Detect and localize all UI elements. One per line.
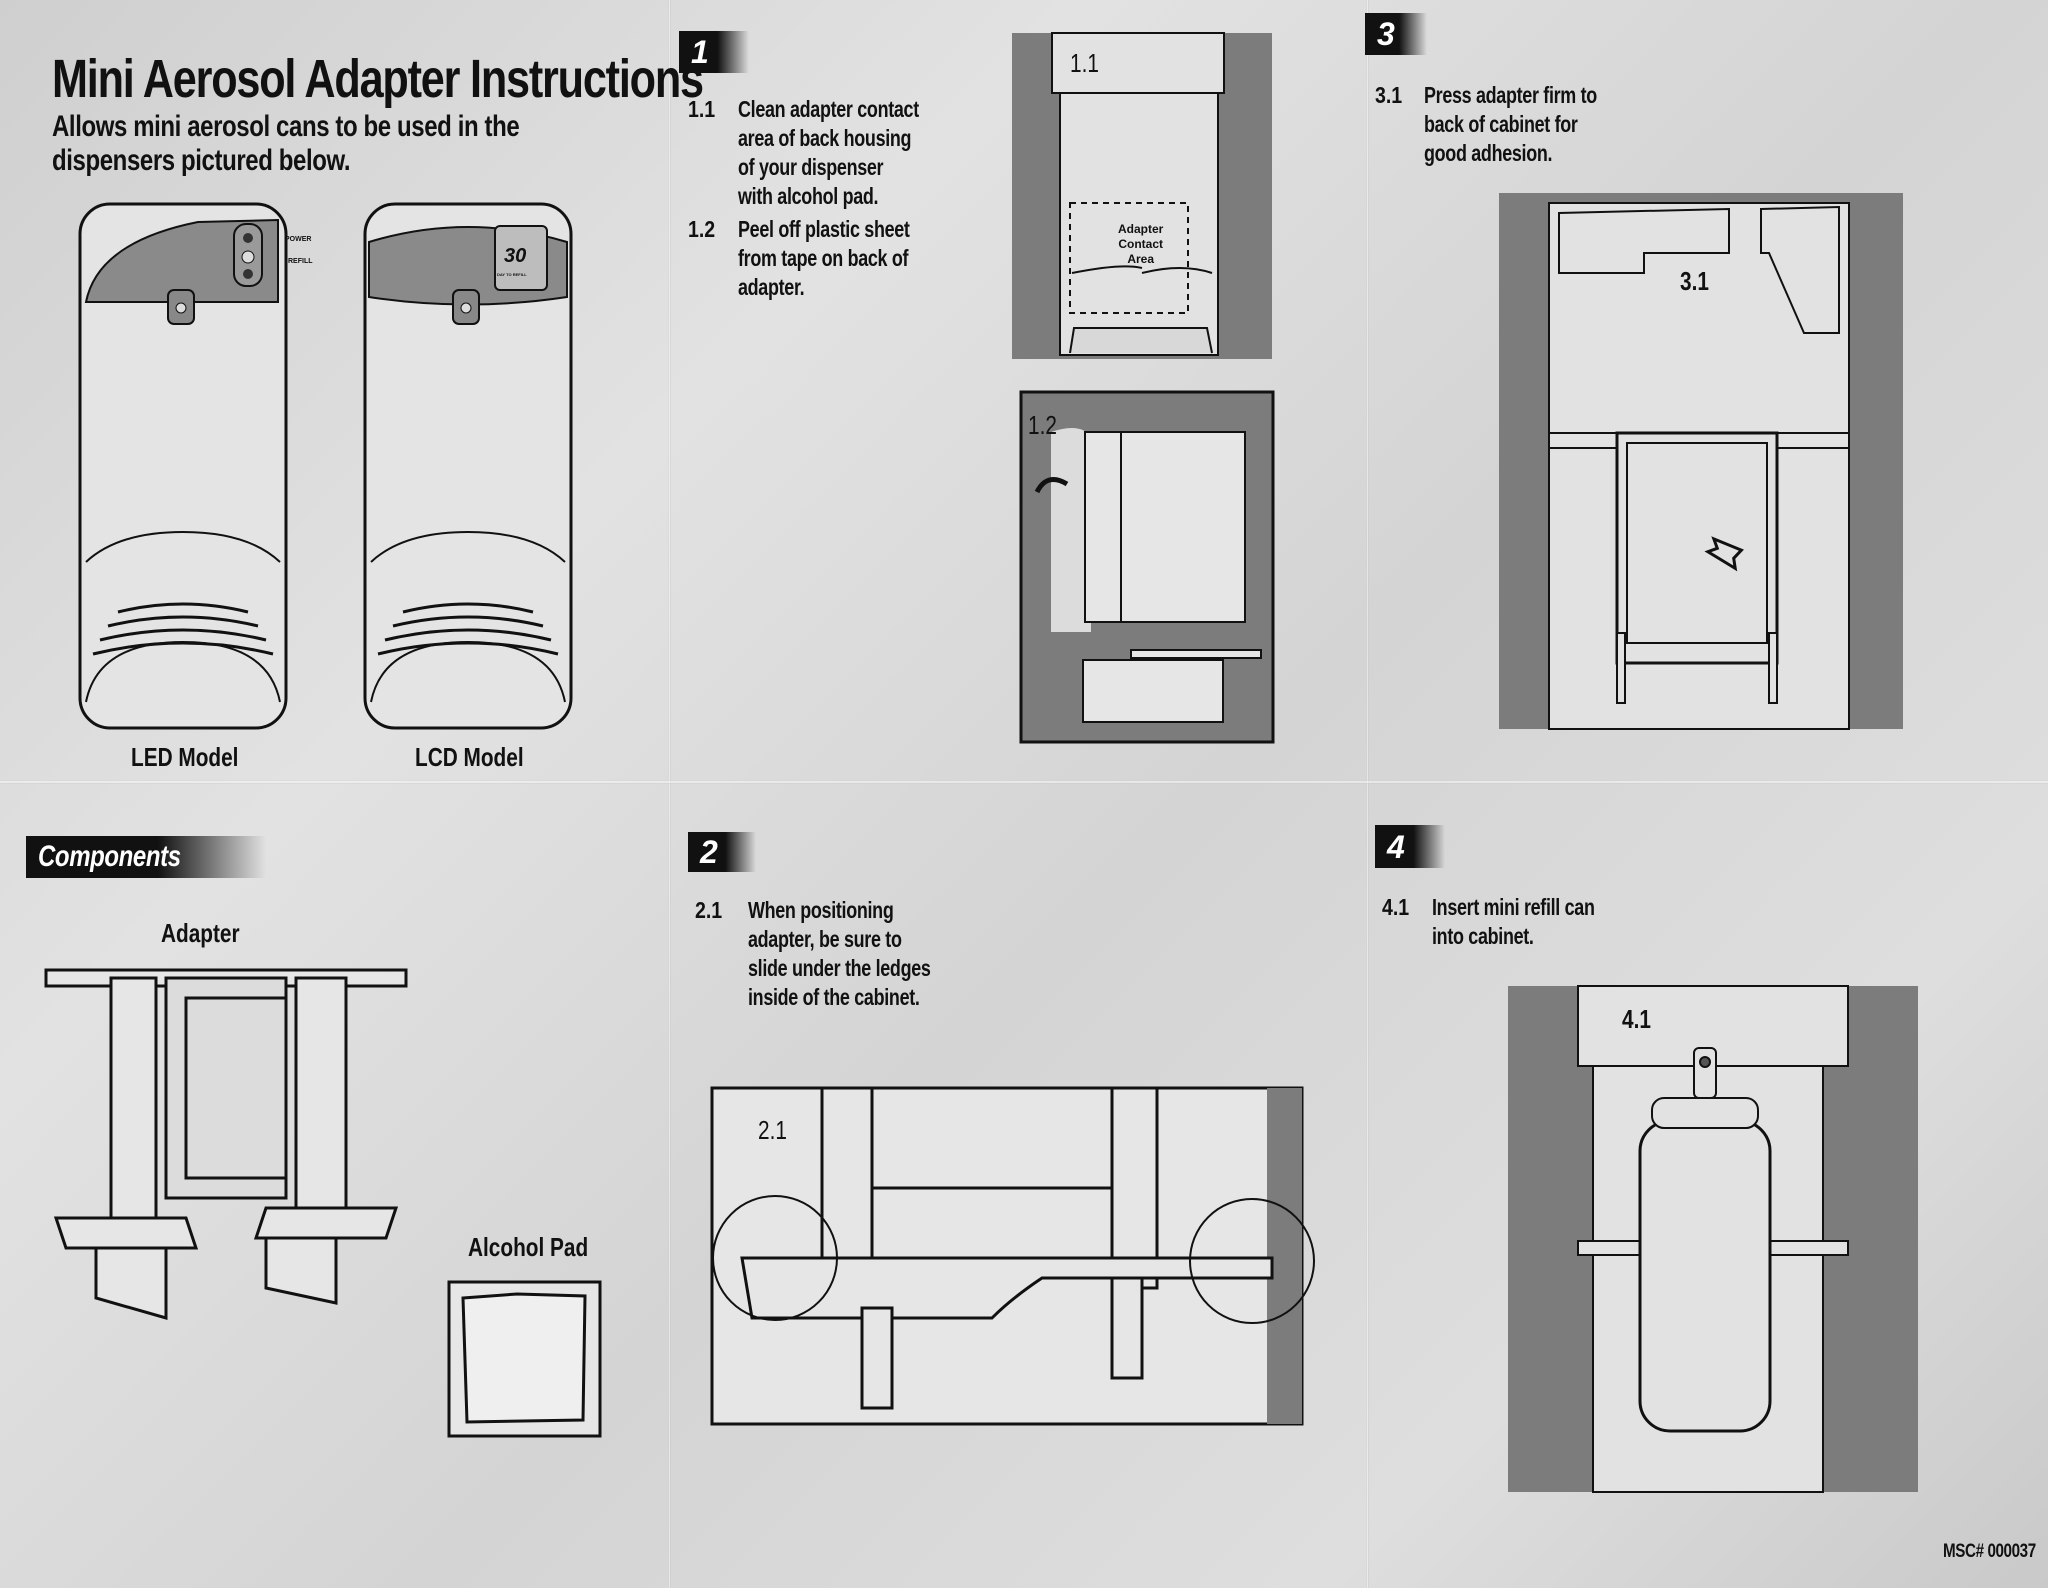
subtitle-line: Allows mini aerosol cans to be used in t… xyxy=(52,110,520,143)
step-3-badge: 3 xyxy=(1365,13,1427,55)
step-text: Insert mini refill can into cabinet. xyxy=(1432,894,1595,949)
step-2-badge: 2 xyxy=(688,832,756,872)
step-2-1: 2.1 When positioning adapter, be sure to… xyxy=(695,896,995,1016)
step-text: Clean adapter contact area of back housi… xyxy=(738,96,919,209)
page-title: Mini Aerosol Adapter Instructions xyxy=(52,49,704,109)
step-3-1: 3.1 Press adapter firm to back of cabine… xyxy=(1375,81,1675,171)
document-code: MSC# 000037 xyxy=(1943,1541,2036,1562)
lcd-display-value: 30 xyxy=(504,245,527,267)
step-number: 2.1 xyxy=(695,897,723,923)
fold-line-vertical xyxy=(668,0,671,1588)
alcohol-pad-illustration xyxy=(447,1280,602,1438)
step-1-badge: 1 xyxy=(679,31,749,73)
adapter-contact-area-callout: Adapter Contact Area xyxy=(1118,222,1164,266)
step-4-1: 4.1 Insert mini refill can into cabinet. xyxy=(1382,893,1682,953)
step-text: Press adapter firm to back of cabinet fo… xyxy=(1424,82,1597,166)
step-number: 1 xyxy=(691,34,709,70)
refill-label: REFILL xyxy=(288,258,313,265)
components-heading-text: Components xyxy=(38,840,181,873)
components-heading: Components xyxy=(26,836,266,878)
step-number: 4.1 xyxy=(1382,894,1410,920)
figure-label: 1.2 xyxy=(1028,410,1057,440)
step-text: When positioning adapter, be sure to sli… xyxy=(748,897,931,1010)
alcohol-pad-label: Alcohol Pad xyxy=(468,1232,589,1262)
fold-line-vertical xyxy=(1366,0,1369,1588)
step-text: Peel off plastic sheet from tape on back… xyxy=(738,216,910,300)
lcd-display-caption: DAY TO REFILL xyxy=(497,272,527,277)
led-model-label: LED Model xyxy=(131,742,239,772)
subtitle: Allows mini aerosol cans to be used in t… xyxy=(52,110,520,178)
figure-label: 2.1 xyxy=(758,1115,787,1145)
step-number: 4 xyxy=(1387,828,1405,865)
step-number: 2 xyxy=(700,834,718,870)
adapter-illustration xyxy=(44,968,408,1320)
step-number: 1.1 xyxy=(688,96,716,122)
step-number: 3.1 xyxy=(1375,82,1403,108)
led-dispenser-illustration xyxy=(78,202,288,730)
lcd-model-label: LCD Model xyxy=(415,742,524,772)
adapter-label: Adapter xyxy=(161,918,240,948)
step-4-badge: 4 xyxy=(1375,825,1445,868)
power-label: POWER xyxy=(285,236,312,243)
subtitle-line: dispensers pictured below. xyxy=(52,144,351,177)
step-1-1: 1.1 Clean adapter contact area of back h… xyxy=(688,95,988,215)
step-number: 1.2 xyxy=(688,216,716,242)
figure-label: 1.1 xyxy=(1070,48,1099,78)
step-number: 3 xyxy=(1377,16,1395,52)
figure-label: 3.1 xyxy=(1680,266,1709,296)
figure-2-1 xyxy=(710,1086,1315,1426)
step-1-2: 1.2 Peel off plastic sheet from tape on … xyxy=(688,215,988,305)
lcd-dispenser-illustration xyxy=(363,202,573,730)
figure-1-2 xyxy=(1019,390,1275,744)
figure-1-1 xyxy=(1012,32,1272,359)
figure-label: 4.1 xyxy=(1622,1004,1651,1034)
figure-4-1 xyxy=(1508,985,1918,1493)
fold-line-horizontal xyxy=(0,780,2048,784)
figure-3-1 xyxy=(1499,193,1903,730)
